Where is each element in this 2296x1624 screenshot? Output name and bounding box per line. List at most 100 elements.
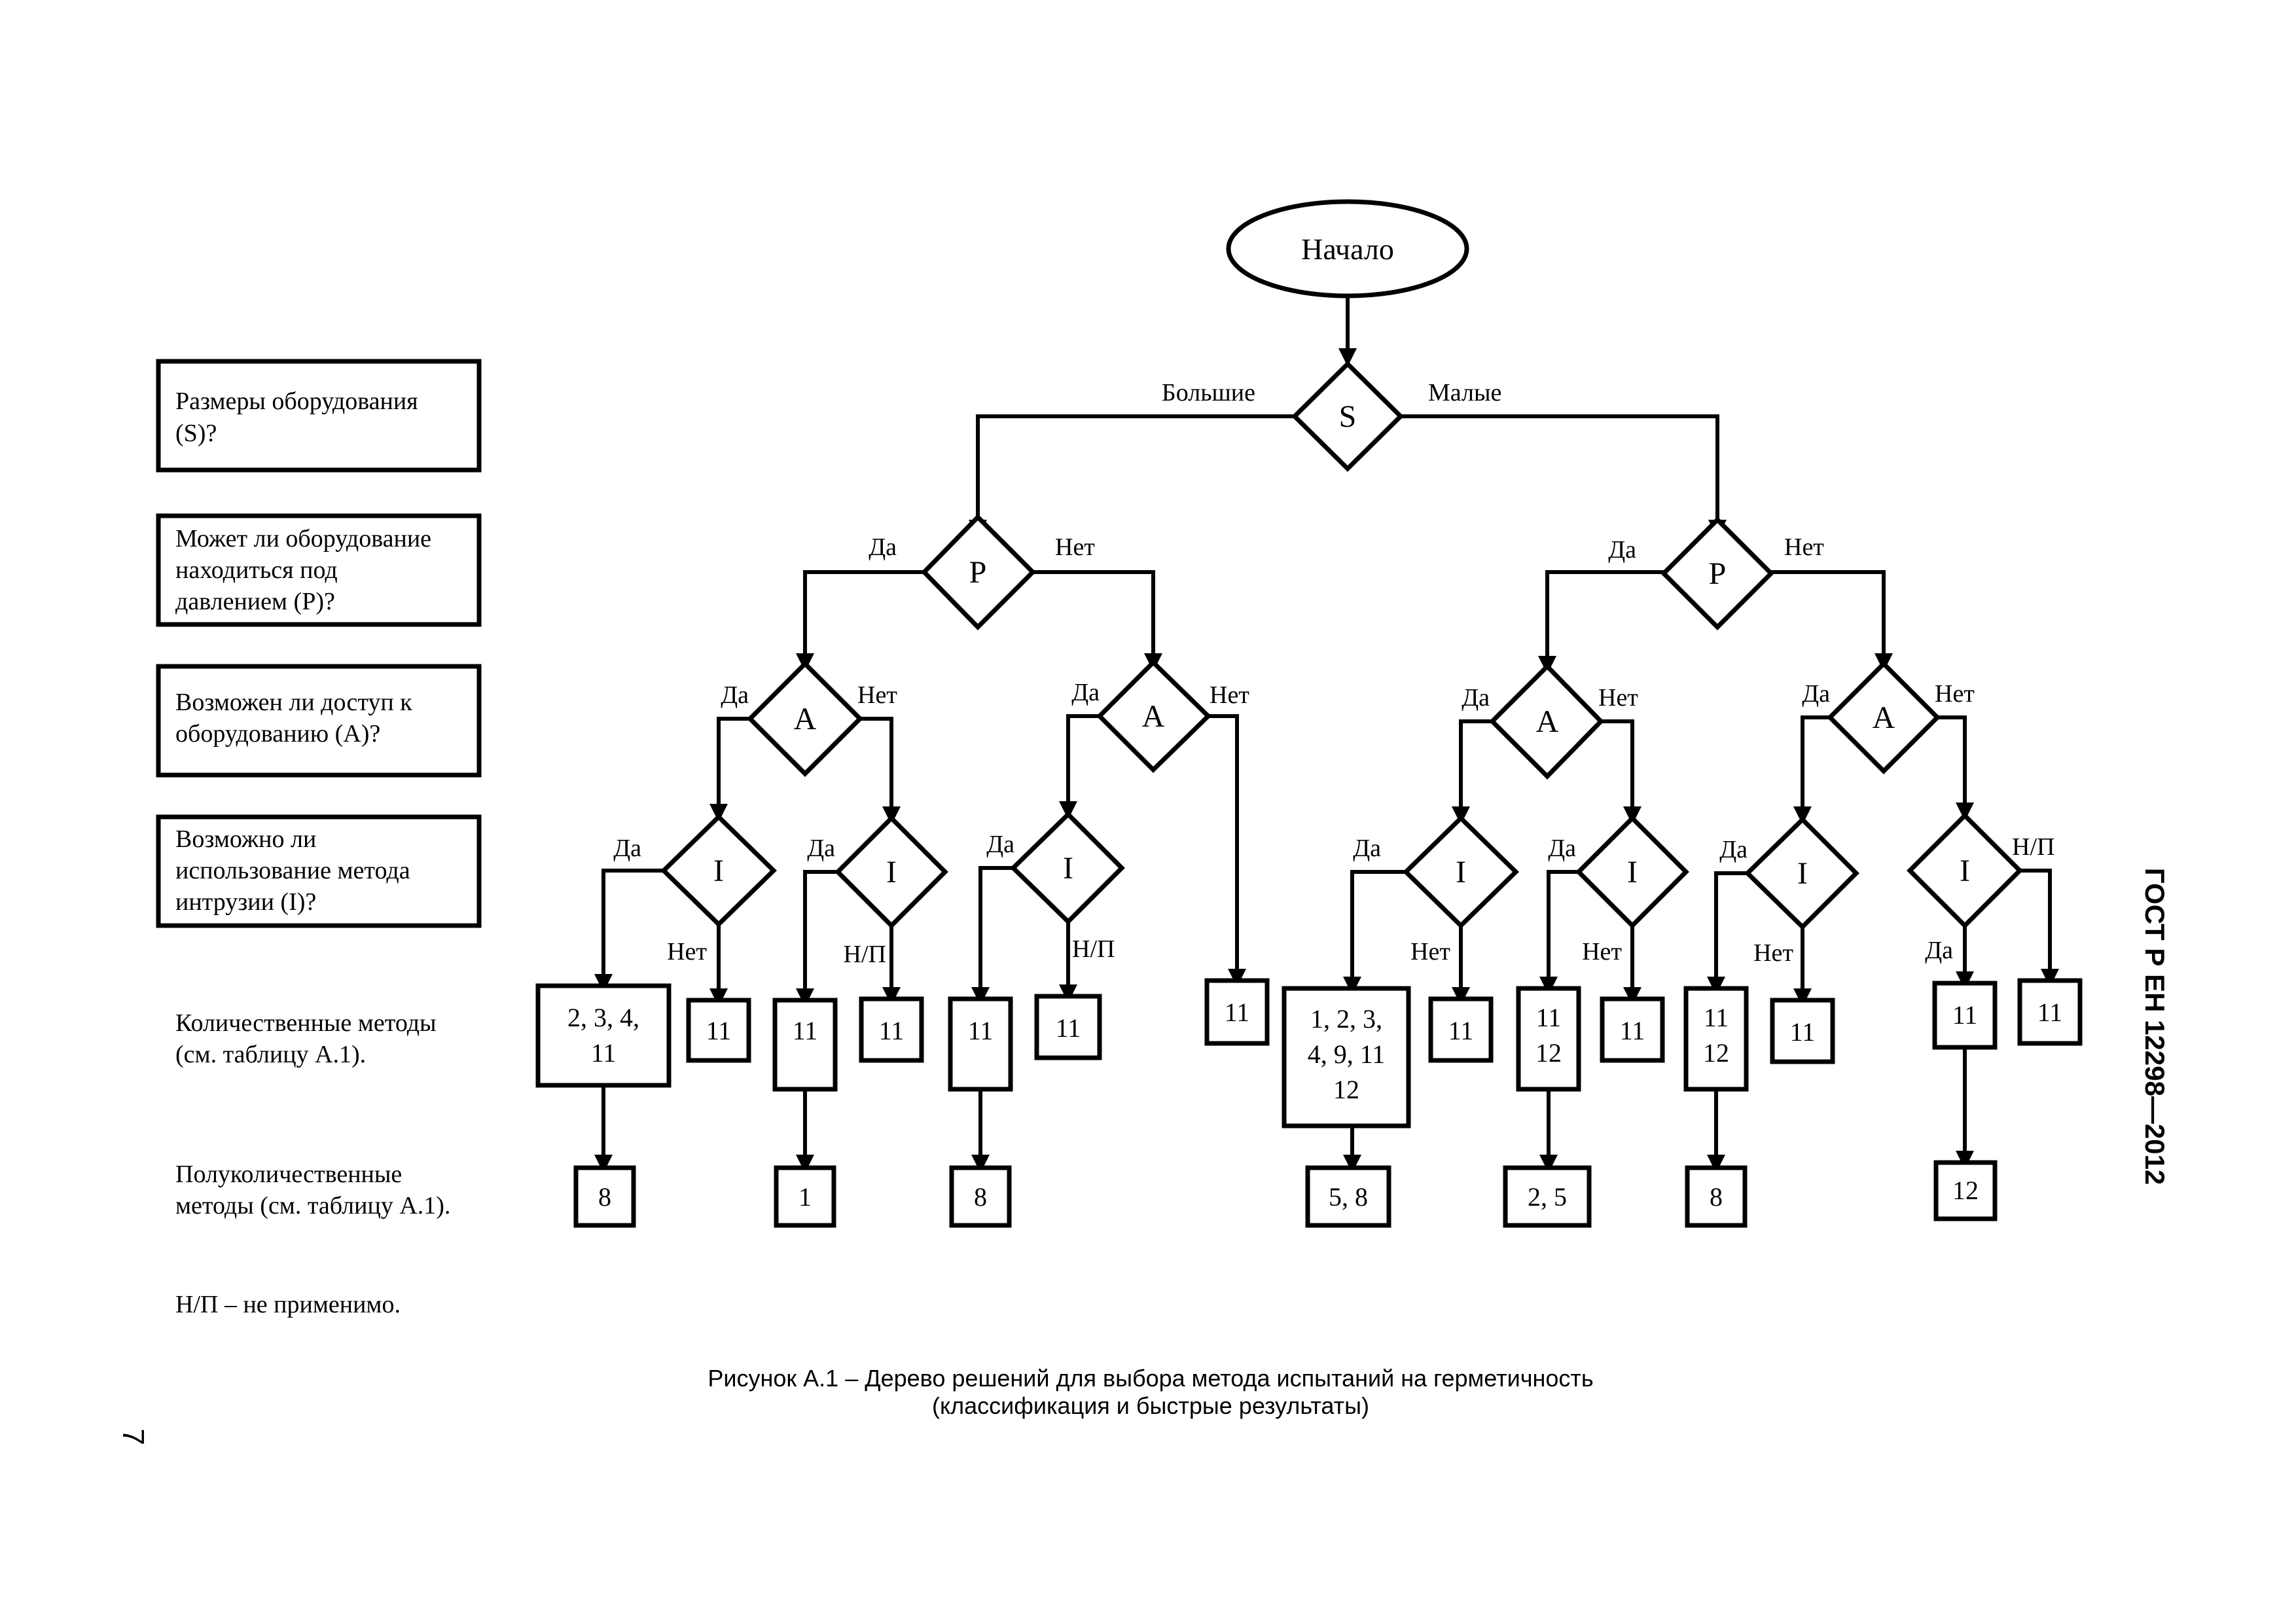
decision-intrusion-5-label: I [1627, 855, 1638, 890]
result-q4-label: 11 [879, 1016, 905, 1045]
decision-intrusion-5 [1575, 815, 1689, 929]
decision-pressure-small-label: P [1709, 556, 1727, 591]
legend-quantitative-line-2: (см. таблицу A.1). [175, 1041, 366, 1068]
result-s1-label: 8 [598, 1182, 611, 1212]
figure-caption-line-2: (классификация и быстрые результаты) [932, 1392, 1369, 1419]
branch-access-1-yes: Да [721, 681, 749, 709]
result-q14-label: 11 [1952, 1000, 1978, 1030]
branch-small: Малые [1428, 379, 1501, 406]
branch-intrusion-4-yes: Да [1353, 835, 1381, 862]
decision-pressure-small [1660, 516, 1774, 630]
branch-intrusion-5-no: Нет [1582, 938, 1622, 965]
result-q8-line-2: 4, 9, 11 [1308, 1039, 1386, 1069]
branch-intrusion-1-no: Нет [667, 938, 707, 965]
decision-intrusion-1 [660, 814, 778, 928]
decision-intrusion-3 [1009, 811, 1125, 925]
result-q11-label: 11 [1620, 1016, 1645, 1045]
result-s4-label: 5, 8 [1329, 1182, 1368, 1212]
result-s6 [1685, 1165, 1748, 1228]
legend-pressure-line-1: Может ли оборудование [175, 525, 431, 552]
legend-access-box [156, 664, 482, 778]
legend-column: Размеры оборудования (S)? Может ли обору… [156, 359, 482, 1318]
decision-access-3 [1489, 663, 1604, 780]
legend-semi-quantitative-line-1: Полуколичественные [175, 1161, 402, 1188]
branch-intrusion-2-na: Н/П [844, 941, 886, 968]
result-q7-label: 11 [1225, 998, 1250, 1027]
decision-intrusion-2 [834, 815, 948, 929]
legend-semi-quantitative-line-2: методы (см. таблицу A.1). [175, 1192, 450, 1219]
decision-pressure-large [921, 514, 1036, 630]
result-s3-label: 8 [974, 1182, 987, 1212]
result-q10-line-1: 11 [1536, 1003, 1562, 1032]
result-q12-line-2: 12 [1703, 1038, 1729, 1068]
result-q8-line-3: 12 [1333, 1075, 1359, 1104]
page-number: 7 [117, 1428, 151, 1445]
result-q3 [772, 998, 838, 1092]
legend-intrusion-box [156, 814, 482, 928]
legend-quantitative-line-1: Количественные методы [175, 1009, 437, 1037]
result-q12 [1683, 986, 1749, 1092]
decision-access-1 [747, 660, 863, 777]
branch-access-2-yes: Да [1071, 679, 1100, 706]
legend-pressure-line-2: находиться под [175, 556, 338, 584]
start-node [1226, 199, 1469, 298]
branch-intrusion-6-yes: Да [1719, 836, 1748, 863]
result-q8 [1282, 986, 1411, 1128]
branch-intrusion-2-yes: Да [807, 835, 835, 862]
branch-access-4-no: Нет [1935, 680, 1975, 708]
legend-size-line-2: (S)? [175, 420, 217, 447]
legend-access-line-2: оборудованию (A)? [175, 720, 380, 748]
decision-pressure-large-label: P [969, 555, 987, 590]
result-q7 [1204, 978, 1270, 1046]
branch-access-3-no: Нет [1598, 684, 1638, 712]
result-q1 [535, 983, 672, 1088]
result-q9 [1428, 996, 1494, 1063]
result-s7 [1933, 1160, 1998, 1221]
result-q2-label: 11 [706, 1016, 732, 1045]
legend-size-line-1: Размеры оборудования [175, 388, 418, 415]
semi-quantitative-results: 8 1 8 5, 8 2, 5 8 12 [573, 1160, 1998, 1228]
decision-intrusion-4 [1402, 815, 1520, 929]
branch-labels: Большие Малые Да Нет Да Нет Да Нет Да Не… [613, 379, 2054, 968]
result-q15 [2017, 978, 2083, 1046]
result-s7-label: 12 [1952, 1176, 1979, 1205]
decision-intrusion-6 [1744, 816, 1859, 930]
result-q13-label: 11 [1790, 1017, 1816, 1047]
branch-intrusion-7-yes: Да [1925, 937, 1953, 964]
result-q4 [859, 996, 924, 1063]
legend-access-line-1: Возможен ли доступ к [175, 689, 412, 716]
start-label: Начало [1301, 232, 1394, 266]
branch-intrusion-1-yes: Да [613, 835, 641, 862]
result-q6-label: 11 [1056, 1013, 1081, 1043]
result-s4 [1305, 1165, 1391, 1228]
result-s1 [573, 1165, 636, 1228]
decision-access-2 [1096, 659, 1212, 773]
branch-access-3-yes: Да [1462, 684, 1490, 712]
decision-nodes: S P P A A A A I I I I I I I [660, 361, 2023, 930]
branch-pressure-small-yes: Да [1608, 536, 1636, 564]
result-q3-label: 11 [793, 1016, 818, 1045]
legend-pressure-box [156, 513, 482, 627]
result-q15-label: 11 [2037, 998, 2063, 1027]
decision-size [1291, 361, 1404, 472]
decision-intrusion-7 [1907, 812, 2023, 929]
result-q10-line-2: 12 [1535, 1038, 1562, 1068]
branch-intrusion-7-na: Н/П [2012, 833, 2054, 861]
result-q1-line-1: 2, 3, 4, [567, 1003, 639, 1032]
decision-access-2-label: A [1142, 699, 1165, 734]
legend-intrusion-line-3: интрузии (I)? [175, 888, 316, 916]
decision-size-label: S [1339, 399, 1357, 434]
result-s6-label: 8 [1710, 1182, 1723, 1212]
decision-access-4 [1827, 660, 1941, 774]
result-q6 [1034, 994, 1102, 1060]
legend-na-note: Н/П – не применимо. [175, 1291, 401, 1318]
branch-intrusion-3-na: Н/П [1072, 935, 1115, 963]
legend-intrusion-line-1: Возможно ли [175, 825, 316, 853]
result-q5 [948, 996, 1013, 1092]
branch-intrusion-5-yes: Да [1548, 835, 1576, 862]
decision-access-1-label: A [794, 702, 817, 736]
decision-intrusion-7-label: I [1960, 854, 1970, 888]
branch-pressure-small-no: Нет [1784, 533, 1824, 561]
result-s3 [949, 1165, 1012, 1228]
